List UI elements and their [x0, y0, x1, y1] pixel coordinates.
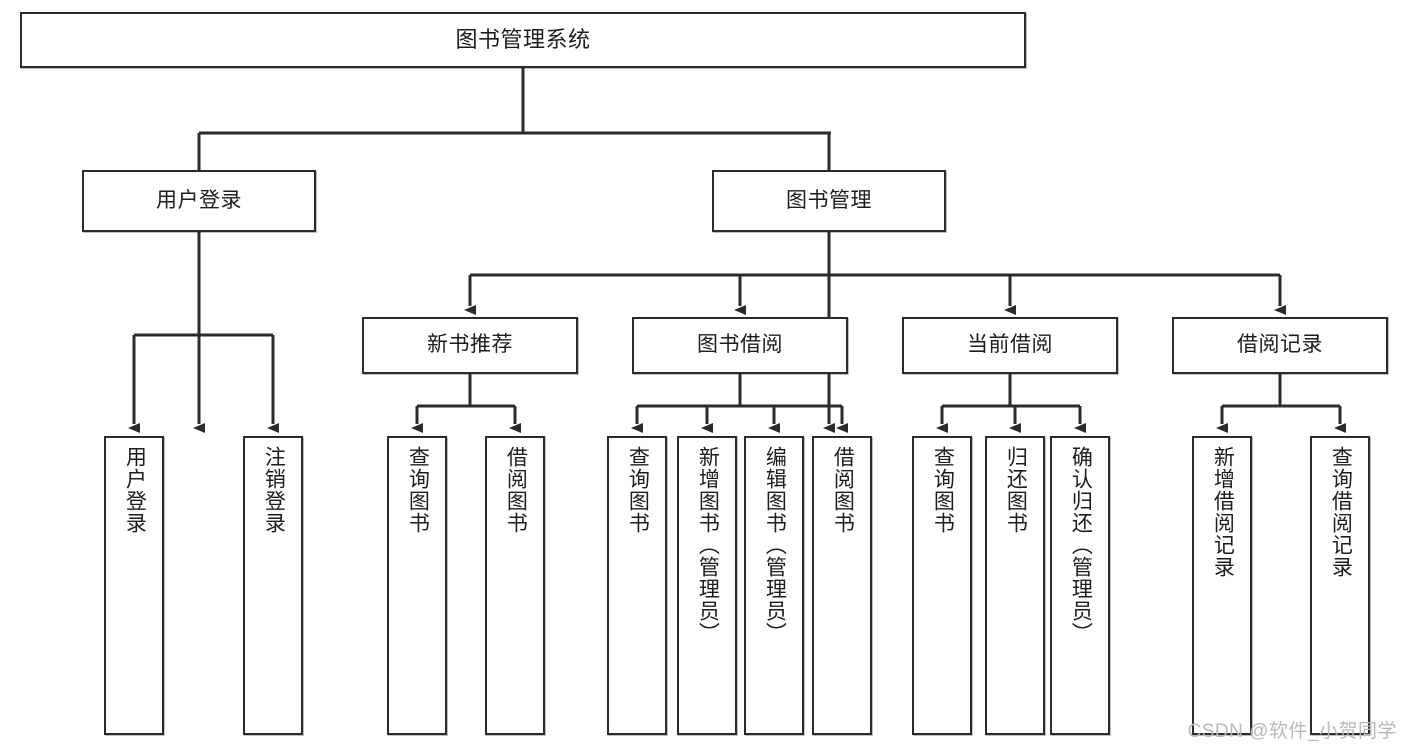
node-leaf-9[interactable]: 查询图书	[912, 436, 972, 735]
node-root-label: 图书管理系统	[455, 27, 591, 53]
node-level2-1[interactable]: 用户登录	[82, 170, 316, 232]
node-leaf-7[interactable]: 编辑图书（管理员）	[744, 436, 804, 735]
node-leaf-5-label: 查询图书	[626, 446, 650, 534]
node-level3-2-label: 图书借阅	[697, 333, 783, 357]
node-leaf-3-label: 查询图书	[406, 446, 430, 534]
node-leaf-13[interactable]: 查询借阅记录	[1310, 436, 1370, 735]
node-level3-3[interactable]: 当前借阅	[902, 317, 1118, 374]
node-level3-1-label: 新书推荐	[427, 333, 513, 357]
node-level2-2[interactable]: 图书管理	[712, 170, 946, 232]
node-leaf-13-label: 查询借阅记录	[1329, 446, 1353, 578]
node-leaf-2-label: 注销登录	[262, 446, 286, 534]
node-leaf-8[interactable]: 借阅图书	[812, 436, 872, 735]
node-leaf-10-label: 归还图书	[1004, 446, 1028, 534]
node-leaf-6[interactable]: 新增图书（管理员）	[677, 436, 737, 735]
node-leaf-5[interactable]: 查询图书	[607, 436, 667, 735]
node-leaf-1-label: 用户登录	[123, 446, 147, 534]
node-level3-2[interactable]: 图书借阅	[632, 317, 848, 374]
node-leaf-12-label: 新增借阅记录	[1211, 446, 1235, 578]
node-level2-1-label: 用户登录	[156, 188, 242, 212]
node-leaf-8-label: 借阅图书	[831, 446, 855, 534]
node-level3-4-label: 借阅记录	[1237, 333, 1323, 357]
node-leaf-4-label: 借阅图书	[504, 446, 528, 534]
watermark: CSDN @软件_小贺同学	[1187, 721, 1397, 742]
node-level3-4[interactable]: 借阅记录	[1172, 317, 1388, 374]
node-leaf-6-label: 新增图书（管理员）	[696, 446, 720, 644]
node-root[interactable]: 图书管理系统	[20, 12, 1026, 68]
node-level2-2-label: 图书管理	[786, 188, 872, 212]
node-leaf-2[interactable]: 注销登录	[243, 436, 303, 735]
node-leaf-11[interactable]: 确认归还（管理员）	[1050, 436, 1110, 735]
node-leaf-1[interactable]: 用户登录	[104, 436, 164, 735]
node-leaf-12[interactable]: 新增借阅记录	[1192, 436, 1252, 735]
node-leaf-11-label: 确认归还（管理员）	[1069, 446, 1093, 644]
node-leaf-4[interactable]: 借阅图书	[485, 436, 545, 735]
node-leaf-7-label: 编辑图书（管理员）	[763, 446, 787, 644]
node-leaf-9-label: 查询图书	[931, 446, 955, 534]
node-level3-3-label: 当前借阅	[967, 333, 1053, 357]
node-leaf-3[interactable]: 查询图书	[387, 436, 447, 735]
node-level3-1[interactable]: 新书推荐	[362, 317, 578, 374]
node-leaf-10[interactable]: 归还图书	[985, 436, 1045, 735]
